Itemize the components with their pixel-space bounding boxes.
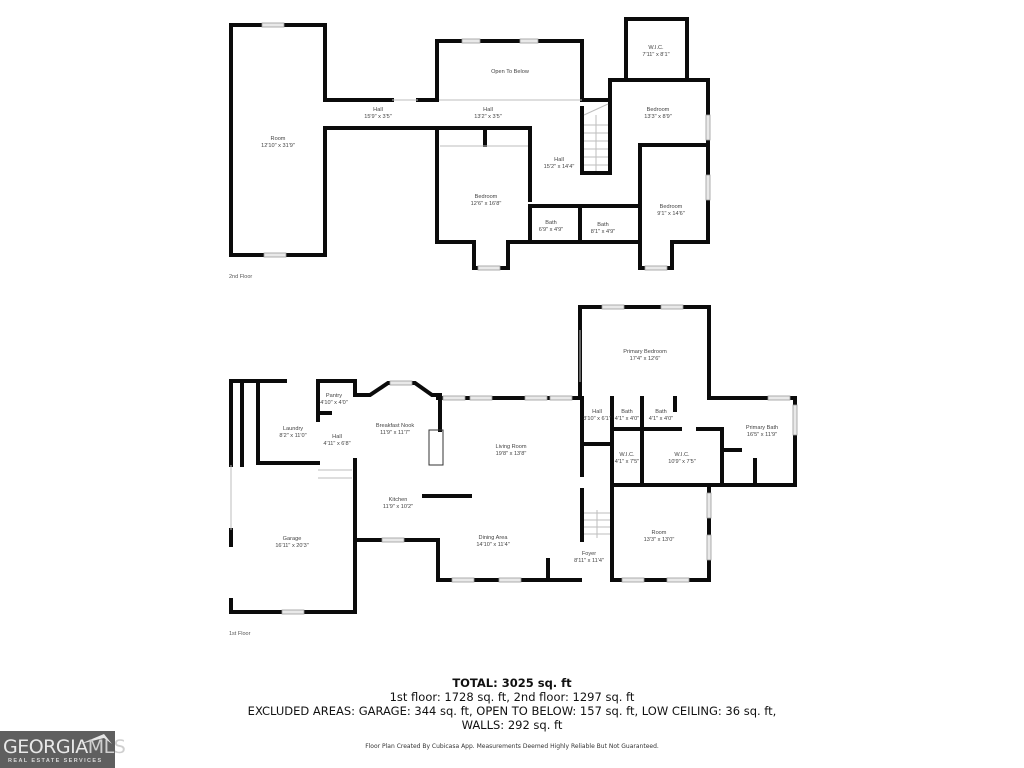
floor-areas: 1st floor: 1728 sq. ft, 2nd floor: 1297 …	[389, 690, 635, 704]
georgia-mls-logo: GEORGIAMLS REAL ESTATE SERVICES	[0, 731, 126, 768]
room-label: Open To Below	[491, 69, 529, 75]
logo-subtitle: REAL ESTATE SERVICES	[8, 758, 103, 764]
room-label: W.I.C.4'1" x 7'5"	[614, 452, 640, 465]
credit-note: Floor Plan Created By Cubicasa App. Meas…	[365, 743, 659, 750]
first-floor-walls	[229, 305, 797, 614]
second-floor-walls	[229, 17, 710, 270]
excluded-areas: EXCLUDED AREAS: GARAGE: 344 sq. ft, OPEN…	[247, 704, 777, 718]
roof-icon	[80, 734, 112, 744]
floor-label-2nd: 2nd Floor	[229, 274, 253, 280]
second-floor-windows	[261, 22, 711, 271]
first-floor-stairs	[584, 510, 610, 538]
walls-area: WALLS: 292 sq. ft	[461, 718, 563, 732]
second-floor-stairs	[583, 103, 609, 171]
room-label: W.I.C.7'11" x 8'1"	[642, 45, 670, 58]
floor-label-1st: 1st Floor	[229, 631, 251, 637]
first-floor-windows	[281, 304, 798, 615]
logo-brand: GEORGIAMLS	[3, 736, 126, 758]
room-label: W.I.C.10'9" x 7'5"	[668, 452, 696, 465]
total-area: TOTAL: 3025 sq. ft	[452, 676, 572, 690]
